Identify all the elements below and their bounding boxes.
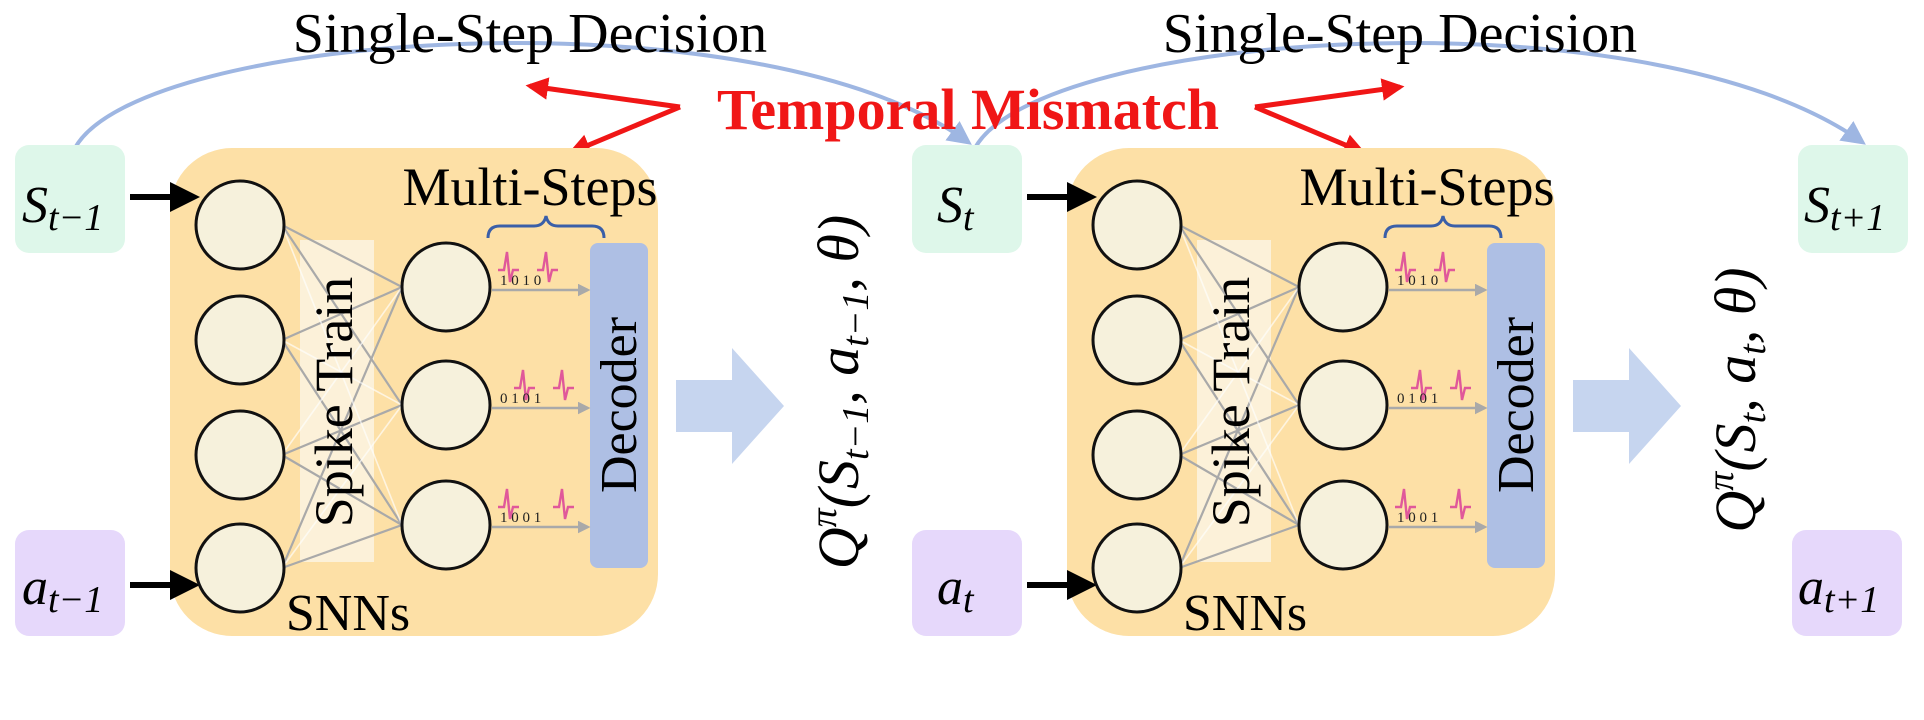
state-box-prev <box>15 145 125 253</box>
spike-output-3: 1 0 0 1 <box>492 488 591 534</box>
decoder-block <box>1487 243 1545 568</box>
connections-dark <box>280 224 404 570</box>
spike-train-label: Spike Train <box>1201 277 1261 528</box>
action-label-current: at <box>937 559 975 621</box>
temporal-mismatch-label: Temporal Mismatch <box>717 77 1219 142</box>
decoder-label: Decoder <box>591 317 648 493</box>
hidden-neuron <box>400 359 492 451</box>
decision-label-1: Single-Step Decision <box>293 3 767 65</box>
hidden-neuron <box>1297 359 1389 451</box>
svg-text:0 1 0 1: 0 1 0 1 <box>500 391 541 407</box>
input-neuron <box>1091 179 1183 271</box>
connections-light <box>281 224 403 569</box>
svg-text:1 0 1 0: 1 0 1 0 <box>1397 273 1438 289</box>
decoder-label: Decoder <box>1488 317 1545 493</box>
output-arrow <box>676 348 784 464</box>
multi-steps-label: Multi-Steps <box>402 157 657 217</box>
input-neuron <box>194 294 286 386</box>
spike-train-label: Spike Train <box>304 277 364 528</box>
action-label-prev: at−1 <box>22 559 103 621</box>
input-neuron <box>194 522 286 614</box>
spike-output-1: 1 0 1 0 <box>492 251 591 297</box>
svg-text:1 0 0 1: 1 0 0 1 <box>500 510 541 526</box>
connections-dark <box>1177 224 1301 570</box>
multi-steps-brace <box>486 215 606 239</box>
state-label-next: St+1 <box>1804 177 1885 239</box>
input-neuron <box>194 409 286 501</box>
single-step-arrow-2 <box>973 41 1866 149</box>
svg-text:1 0 1 0: 1 0 1 0 <box>500 273 541 289</box>
state-box-current <box>912 145 1022 253</box>
spike-output-2: 0 1 0 1 <box>1389 369 1488 415</box>
action-box-current <box>912 530 1022 636</box>
panel-2: St at <box>912 145 1774 642</box>
state-label-prev: St−1 <box>22 177 103 239</box>
action-box-next <box>1792 530 1902 636</box>
hidden-neuron <box>400 479 492 571</box>
hidden-neuron <box>1297 479 1389 571</box>
hidden-neuron <box>400 241 492 333</box>
q-value-label: Qπ(St−1, at−1, θ) <box>803 215 877 569</box>
snn-label: SNNs <box>1183 585 1307 642</box>
input-neuron <box>1091 294 1183 386</box>
input-neuron <box>194 179 286 271</box>
state-label-current: St <box>937 177 975 239</box>
connections-light <box>1178 224 1300 569</box>
svg-text:1 0 0 1: 1 0 0 1 <box>1397 510 1438 526</box>
output-arrow <box>1573 348 1681 464</box>
multi-steps-label: Multi-Steps <box>1299 157 1554 217</box>
decoder-block <box>590 243 648 568</box>
spike-train-band <box>300 240 374 562</box>
input-neuron <box>1091 409 1183 501</box>
hidden-neuron <box>1297 241 1389 333</box>
action-label-next: at+1 <box>1798 559 1879 621</box>
spike-output-1: 1 0 1 0 <box>1389 251 1488 297</box>
spike-train-band <box>1197 240 1271 562</box>
snn-label: SNNs <box>286 585 410 642</box>
action-box-prev <box>15 530 125 636</box>
svg-text:0 1 0 1: 0 1 0 1 <box>1397 391 1438 407</box>
single-step-arrow-1 <box>73 41 972 149</box>
spike-output-2: 0 1 0 1 <box>492 369 591 415</box>
input-neuron <box>1091 522 1183 614</box>
panel-1: St−1 at−1 <box>15 145 877 642</box>
spike-output-3: 1 0 0 1 <box>1389 488 1488 534</box>
mismatch-arrows <box>525 77 1405 156</box>
q-value-label: Qπ(St, at, θ) <box>1700 267 1774 532</box>
state-box-next <box>1798 145 1908 253</box>
multi-steps-brace <box>1383 215 1503 239</box>
decision-label-2: Single-Step Decision <box>1163 3 1637 65</box>
